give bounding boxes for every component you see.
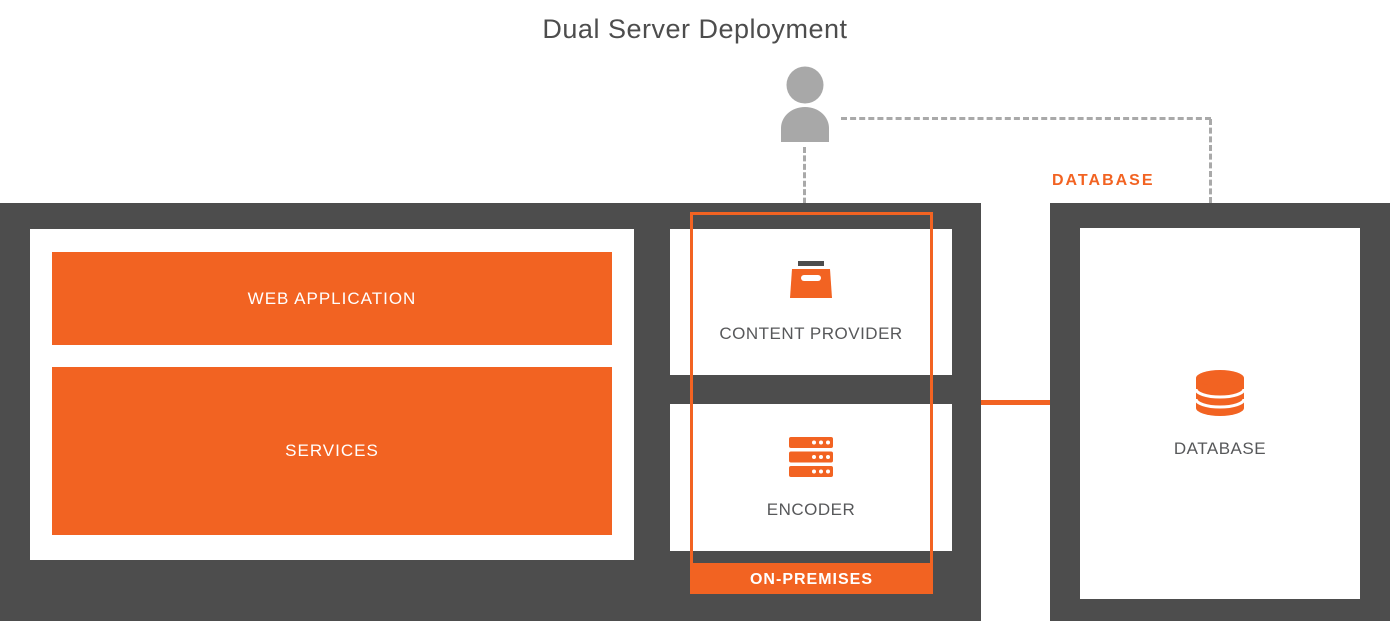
encoder-icon (788, 436, 834, 478)
web-application-label: WEB APPLICATION (247, 288, 417, 308)
database-panel: DATABASE (1080, 228, 1360, 599)
user-to-database-line-vertical (1209, 119, 1212, 203)
services-label: SERVICES (285, 441, 379, 460)
services-block: SERVICES (52, 367, 612, 535)
content-provider-box: CONTENT PROVIDER (670, 229, 952, 375)
encoder-label: ENCODER (766, 499, 856, 519)
database-header-label: DATABASE (1052, 172, 1155, 189)
server-connector-line (981, 400, 1051, 405)
user-to-content-provider-line (803, 147, 806, 212)
encoder-box: ENCODER (670, 404, 952, 551)
user-icon (776, 66, 834, 142)
content-provider-icon (788, 260, 834, 302)
user-to-database-line-horizontal (841, 117, 1211, 120)
on-premises-label: ON-PREMISES (690, 566, 933, 594)
database-label: DATABASE (1173, 438, 1267, 458)
web-application-block: WEB APPLICATION (52, 252, 612, 345)
database-icon (1193, 369, 1247, 417)
diagram-title: Dual Server Deployment (542, 14, 848, 44)
content-provider-label: CONTENT PROVIDER (719, 324, 903, 343)
